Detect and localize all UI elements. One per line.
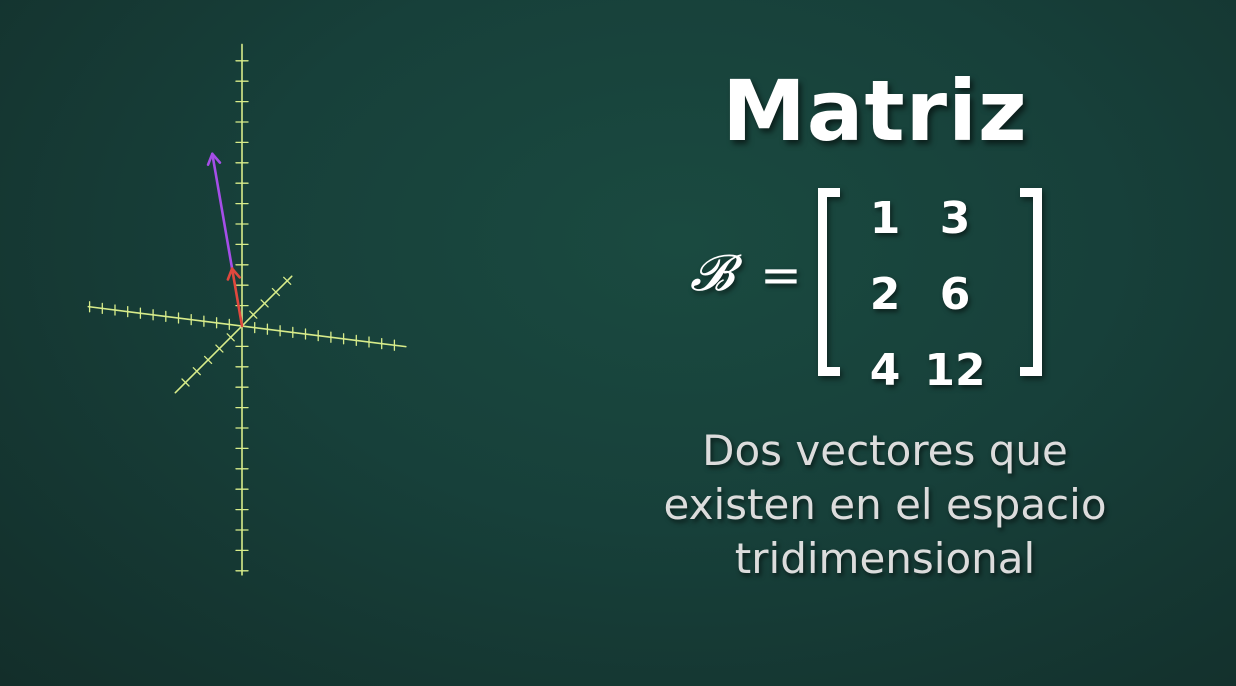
y-axis-tick	[192, 367, 201, 376]
matrix-entries: 1 3 2 6 4 12	[850, 180, 1010, 408]
y-axis-tick	[260, 299, 269, 308]
y-axis-tick	[283, 276, 292, 285]
3d-axes-diagram	[87, 43, 407, 576]
vector-1	[230, 267, 244, 328]
matrix-cell: 6	[939, 268, 971, 320]
y-axis-tick	[215, 344, 224, 353]
vector-1-arrowhead	[226, 267, 242, 281]
y-axis-tick	[181, 378, 190, 387]
matrix-cell: 3	[939, 192, 971, 244]
matrix-cell: 4	[869, 344, 901, 396]
matrix-cell: 12	[924, 344, 986, 396]
vector-2-arrowhead	[206, 152, 222, 166]
y-axis	[174, 275, 293, 394]
y-axis-tick	[271, 287, 281, 297]
caption-line: tridimensional	[734, 534, 1036, 583]
matrix-name-label: 𝓑	[690, 244, 735, 302]
matrix-cell: 2	[869, 268, 901, 320]
page-title: Matriz	[722, 62, 1028, 160]
y-axis-tick	[203, 355, 213, 365]
vector-2	[211, 152, 234, 270]
matrix-right-bracket	[1020, 188, 1042, 376]
equals-sign: =	[760, 246, 802, 304]
matrix-cell: 1	[869, 192, 901, 244]
y-axis-tick	[226, 333, 235, 342]
caption-text: Dos vectores que existen en el espacio t…	[600, 424, 1170, 586]
matrix-left-bracket	[818, 188, 840, 376]
y-axis-tick	[249, 310, 258, 319]
caption-line: existen en el espacio	[663, 480, 1107, 529]
x-axis	[87, 305, 407, 348]
caption-line: Dos vectores que	[702, 426, 1068, 475]
